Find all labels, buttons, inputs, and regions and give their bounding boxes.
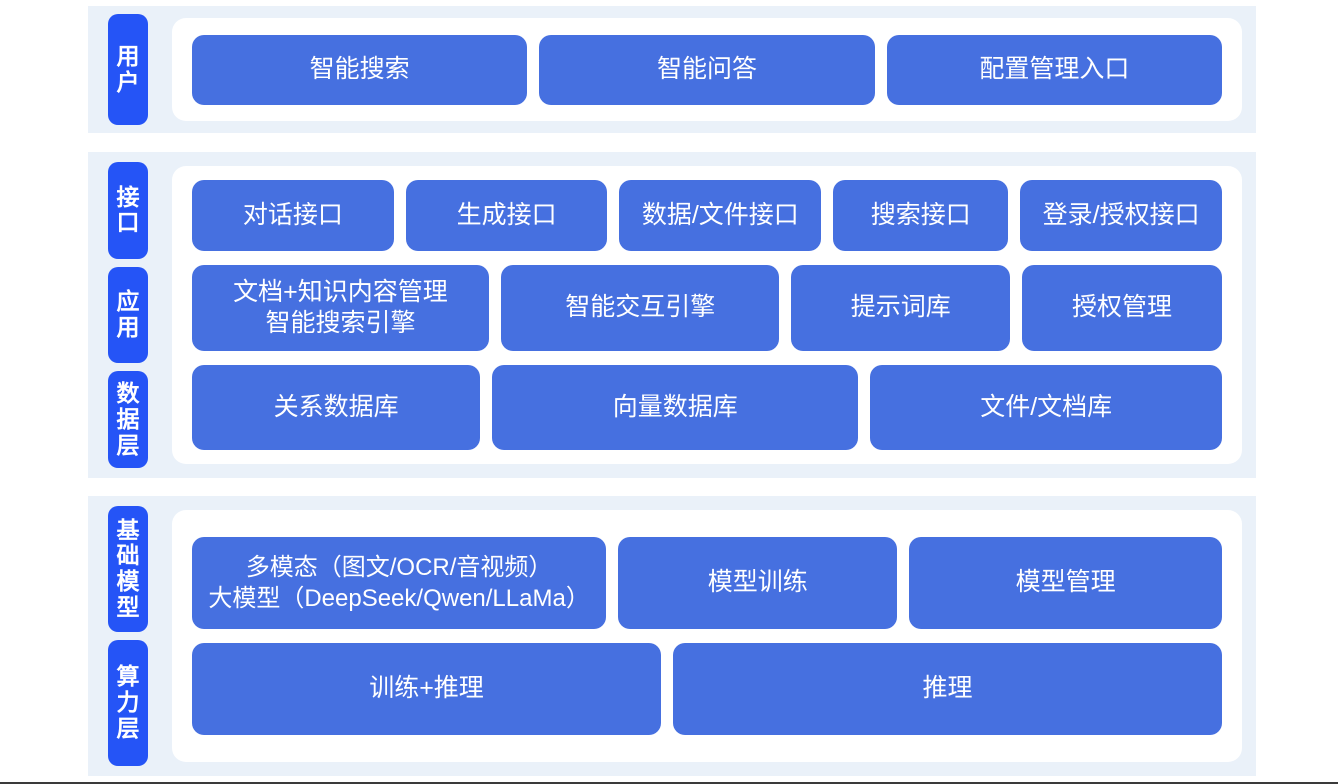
section-user: 用户 智能搜索 智能问答 配置管理入口 bbox=[88, 6, 1256, 133]
box-model-training[interactable]: 模型训练 bbox=[618, 537, 898, 629]
section-base-card: 多模态（图文/OCR/音视频） 大模型（DeepSeek/Qwen/LLaMa）… bbox=[172, 510, 1242, 762]
section-user-card: 智能搜索 智能问答 配置管理入口 bbox=[172, 18, 1242, 121]
layer-label-compute-text: 算力层 bbox=[116, 663, 140, 741]
box-smart-search[interactable]: 智能搜索 bbox=[192, 34, 528, 105]
box-vector-database[interactable]: 向量数据库 bbox=[492, 364, 859, 450]
box-search-api[interactable]: 搜索接口 bbox=[833, 180, 1009, 252]
section-base-rail: 基础模型 算力层 bbox=[88, 496, 172, 776]
compute-row: 训练+推理 推理 bbox=[192, 643, 1222, 735]
application-row: 文档+知识内容管理 智能搜索引擎 智能交互引擎 提示词库 授权管理 bbox=[192, 265, 1222, 351]
box-training-inference[interactable]: 训练+推理 bbox=[192, 643, 661, 735]
section-middle-rail: 接口 应用 数据层 bbox=[88, 152, 172, 478]
layer-label-user: 用户 bbox=[108, 14, 148, 125]
box-authorization-management[interactable]: 授权管理 bbox=[1021, 265, 1222, 351]
box-login-auth-api[interactable]: 登录/授权接口 bbox=[1020, 180, 1222, 252]
interface-row: 对话接口 生成接口 数据/文件接口 搜索接口 登录/授权接口 bbox=[192, 180, 1222, 252]
section-base: 基础模型 算力层 多模态（图文/OCR/音视频） 大模型（DeepSeek/Qw… bbox=[88, 496, 1256, 776]
box-smart-interaction-engine[interactable]: 智能交互引擎 bbox=[500, 265, 780, 351]
box-file-document-store[interactable]: 文件/文档库 bbox=[870, 364, 1223, 450]
box-smart-qa[interactable]: 智能问答 bbox=[539, 34, 875, 105]
box-relational-database[interactable]: 关系数据库 bbox=[192, 364, 481, 450]
user-row: 智能搜索 智能问答 配置管理入口 bbox=[192, 34, 1222, 105]
section-user-rail: 用户 bbox=[88, 6, 172, 133]
box-config-management-entry[interactable]: 配置管理入口 bbox=[886, 34, 1222, 105]
section-middle: 接口 应用 数据层 对话接口 生成接口 数据/文件接口 搜索接口 登录/授权接口… bbox=[88, 152, 1256, 478]
layer-label-data-text: 数据层 bbox=[116, 380, 140, 458]
layer-label-interface: 接口 bbox=[108, 162, 148, 259]
layer-label-application-text: 应用 bbox=[116, 288, 140, 340]
layer-label-foundation-model-text: 基础模型 bbox=[116, 516, 140, 620]
layer-label-data: 数据层 bbox=[108, 371, 148, 469]
model-row: 多模态（图文/OCR/音视频） 大模型（DeepSeek/Qwen/LLaMa）… bbox=[192, 537, 1223, 629]
layer-label-application: 应用 bbox=[108, 266, 148, 364]
bottom-rule bbox=[0, 782, 1338, 784]
box-generation-api[interactable]: 生成接口 bbox=[405, 180, 608, 252]
layer-label-interface-text: 接口 bbox=[116, 183, 140, 236]
box-inference[interactable]: 推理 bbox=[672, 643, 1222, 735]
box-dialog-api[interactable]: 对话接口 bbox=[192, 180, 394, 252]
layer-label-user-text: 用户 bbox=[116, 42, 140, 95]
layer-label-compute: 算力层 bbox=[108, 640, 148, 766]
section-middle-card: 对话接口 生成接口 数据/文件接口 搜索接口 登录/授权接口 文档+知识内容管理… bbox=[172, 166, 1242, 464]
box-doc-knowledge-management[interactable]: 文档+知识内容管理 智能搜索引擎 bbox=[192, 265, 489, 351]
box-multimodal-large-model[interactable]: 多模态（图文/OCR/音视频） 大模型（DeepSeek/Qwen/LLaMa） bbox=[192, 537, 607, 629]
box-model-management[interactable]: 模型管理 bbox=[909, 537, 1223, 629]
data-row: 关系数据库 向量数据库 文件/文档库 bbox=[192, 364, 1223, 450]
box-data-file-api[interactable]: 数据/文件接口 bbox=[619, 180, 822, 252]
box-prompt-library[interactable]: 提示词库 bbox=[791, 265, 1010, 351]
layer-label-foundation-model: 基础模型 bbox=[108, 506, 148, 632]
